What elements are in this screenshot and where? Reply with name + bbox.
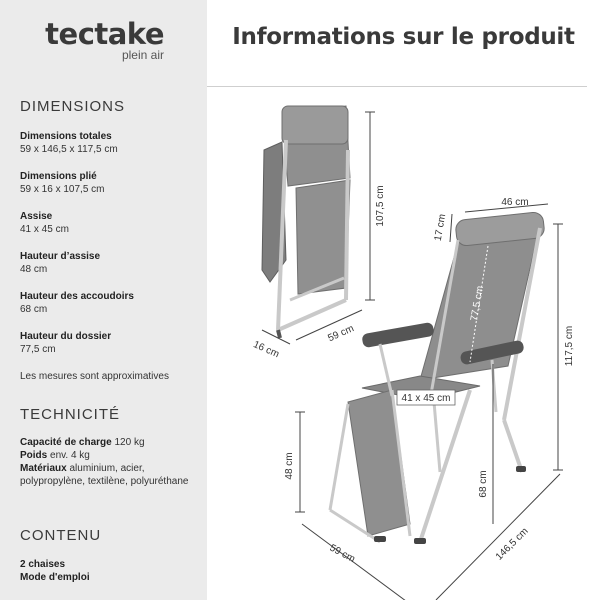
- materiaux-value: aluminium, acier, polypropylène, textilè…: [20, 463, 189, 487]
- charge-value: 120 kg: [114, 437, 145, 448]
- length-label: 146,5 cm: [494, 526, 531, 563]
- top-width-line: [464, 203, 549, 213]
- seat-label-box: [396, 389, 456, 406]
- folded-width-label: 59 cm: [326, 323, 355, 344]
- contenu-heading: CONTENU: [20, 527, 102, 544]
- spec-value: 41 x 45 cm: [20, 224, 69, 235]
- sidebar: [0, 0, 207, 600]
- spec-dimensions-plie: Dimensions plié 59 x 16 x 107,5 cm: [20, 170, 200, 196]
- spec-label: Hauteur du dossier: [20, 331, 112, 342]
- folded-depth-line: [261, 329, 291, 345]
- contenu-list: 2 chaises Mode d'emploi: [20, 558, 90, 584]
- top-width-label: 46 cm: [501, 197, 528, 208]
- seat-label: 41 x 45 cm: [402, 393, 451, 404]
- spec-label: Hauteur des accoudoirs: [20, 291, 134, 302]
- poids-value: env. 4 kg: [50, 450, 90, 461]
- technicite-heading: TECHNICITÉ: [20, 406, 120, 423]
- brand-logo: tectake plein air: [0, 18, 164, 62]
- lounger-illustration: [328, 211, 545, 544]
- folded-depth-label: 16 cm: [251, 339, 280, 360]
- materiaux-label: Matériaux: [20, 463, 67, 474]
- width-line: [301, 523, 406, 600]
- brand-tagline: plein air: [121, 48, 164, 62]
- spec-value: 77,5 cm: [20, 344, 56, 355]
- spec-value: 59 x 16 x 107,5 cm: [20, 184, 105, 195]
- list-item: 2 chaises: [20, 559, 66, 570]
- charge-label: Capacité de charge: [20, 437, 112, 448]
- folded-height-label: 107,5 cm: [375, 185, 386, 226]
- spec-label: Dimensions plié: [20, 171, 97, 182]
- folded-width-line: [295, 309, 363, 341]
- brand-name: tectake: [45, 17, 164, 51]
- spec-hauteur-assise: Hauteur d’assise 48 cm: [20, 250, 200, 276]
- title-divider: [207, 86, 587, 87]
- spec-assise: Assise 41 x 45 cm: [20, 210, 200, 236]
- dimensions-heading: DIMENSIONS: [20, 98, 126, 115]
- folded-chair-illustration: [261, 105, 351, 339]
- seat-height-label: 48 cm: [284, 452, 295, 479]
- width-label: 59 cm: [328, 543, 357, 565]
- backrest-line: [469, 245, 489, 363]
- headrest-label: 17 cm: [433, 213, 449, 242]
- spec-label: Dimensions totales: [20, 131, 112, 142]
- spec-label: Assise: [20, 211, 53, 222]
- list-item: Mode d'emploi: [20, 572, 90, 583]
- spec-hauteur-dossier: Hauteur du dossier 77,5 cm: [20, 330, 200, 356]
- spec-value: 59 x 146,5 x 117,5 cm: [20, 144, 118, 155]
- page-title: Informations sur le produit: [232, 24, 575, 50]
- technicite-details: Capacité de charge 120 kg Poids env. 4 k…: [20, 436, 200, 488]
- spec-hauteur-accoudoirs: Hauteur des accoudoirs 68 cm: [20, 290, 200, 316]
- armrest-height-label: 68 cm: [478, 470, 489, 497]
- measurement-note: Les mesures sont approximatives: [20, 371, 169, 382]
- spec-value: 68 cm: [20, 304, 48, 315]
- spec-dimensions-totales: Dimensions totales 59 x 146,5 x 117,5 cm: [20, 130, 200, 156]
- total-height-label: 117,5 cm: [564, 326, 575, 366]
- poids-label: Poids: [20, 450, 48, 461]
- spec-label: Hauteur d’assise: [20, 251, 101, 262]
- spec-value: 48 cm: [20, 264, 48, 275]
- length-line: [435, 473, 561, 600]
